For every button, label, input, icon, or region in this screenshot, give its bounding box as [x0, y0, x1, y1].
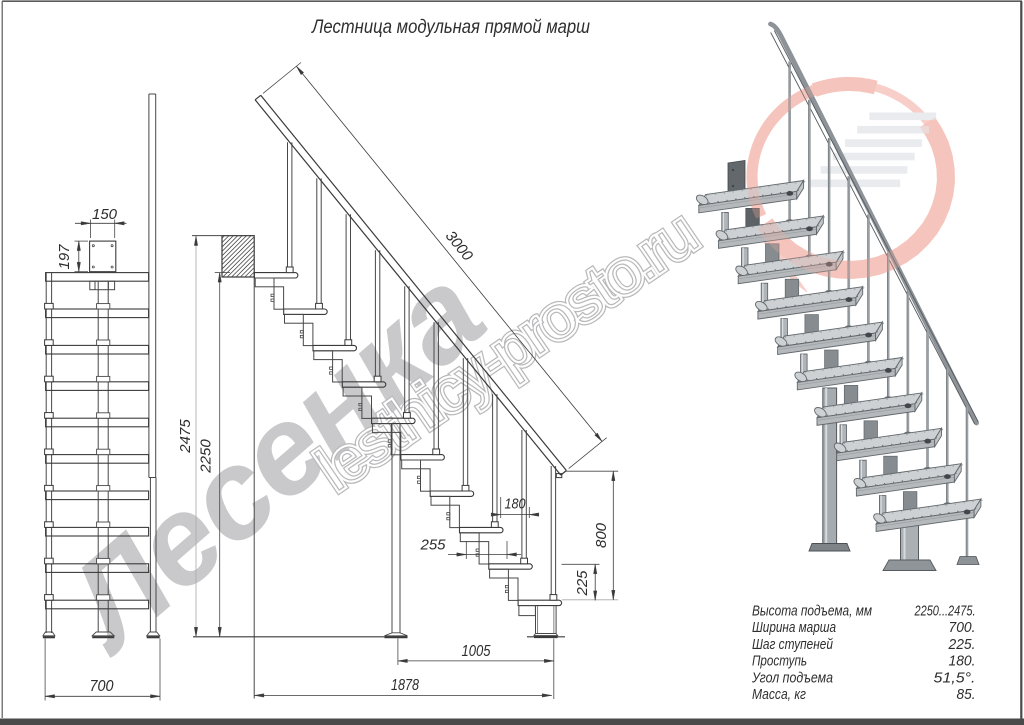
svg-text:Проступь: Проступь [752, 654, 807, 670]
svg-text:197: 197 [56, 244, 73, 270]
svg-text:700.: 700. [949, 620, 976, 636]
svg-text:1878: 1878 [391, 677, 419, 694]
svg-text:Угол подъема: Угол подъема [751, 670, 833, 686]
svg-text:Шаг ступеней: Шаг ступеней [752, 637, 833, 653]
svg-text:2250: 2250 [198, 439, 215, 474]
svg-text:150: 150 [92, 206, 118, 223]
svg-text:51,5°.: 51,5°. [934, 670, 976, 686]
svg-text:800: 800 [593, 522, 610, 548]
svg-text:Масса, кг: Масса, кг [752, 687, 806, 703]
svg-text:Ширина марша: Ширина марша [752, 620, 836, 636]
svg-text:700: 700 [90, 678, 114, 695]
svg-text:Лестница модульная прямой марш: Лестница модульная прямой марш [310, 16, 590, 38]
svg-text:1005: 1005 [462, 643, 491, 660]
svg-text:85.: 85. [957, 687, 976, 703]
svg-text:Высота подъема, мм: Высота подъема, мм [752, 604, 872, 620]
svg-text:2250...2475.: 2250...2475. [914, 604, 976, 620]
svg-text:225.: 225. [948, 637, 976, 653]
svg-text:2475: 2475 [177, 419, 194, 454]
svg-text:180.: 180. [949, 654, 976, 670]
svg-text:255: 255 [419, 537, 446, 554]
svg-text:225: 225 [574, 570, 591, 597]
svg-text:180: 180 [505, 496, 527, 513]
